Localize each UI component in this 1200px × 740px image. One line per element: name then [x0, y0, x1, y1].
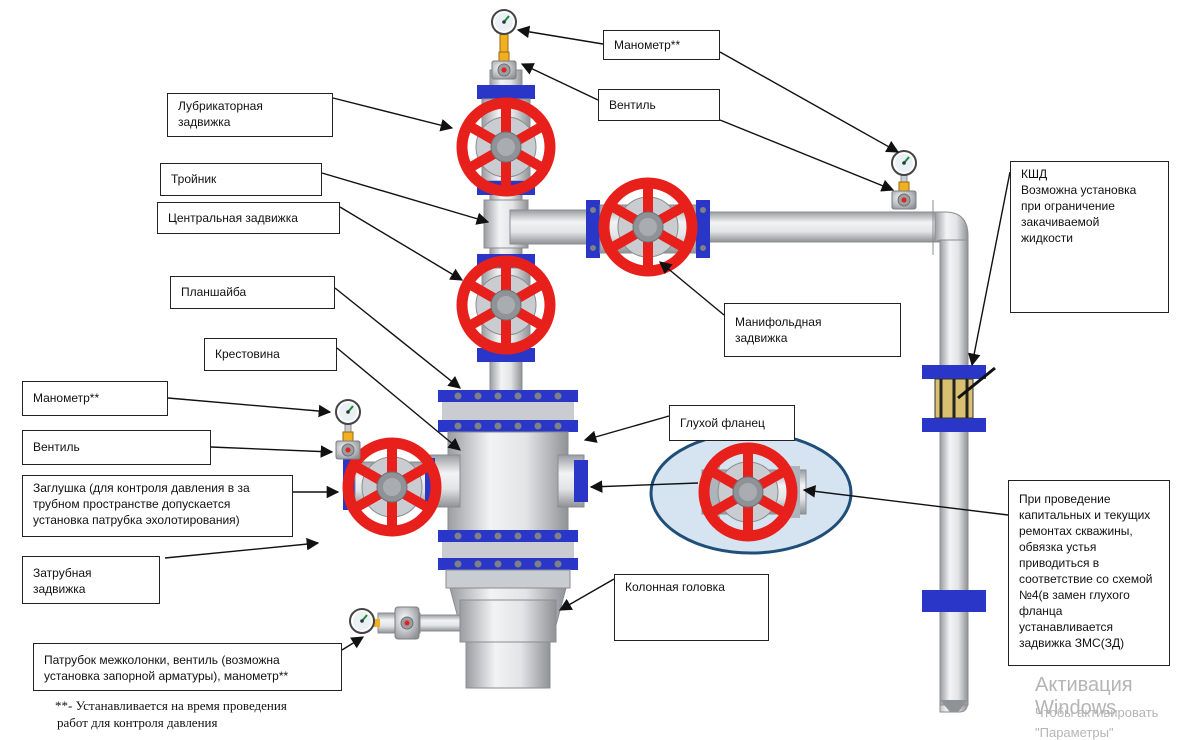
column-head-body	[419, 587, 567, 689]
label-annulus-valve: Затрубная задвижка	[22, 556, 160, 604]
label-valve-top: Вентиль	[598, 89, 720, 121]
activation-watermark-line: Чтобы активировать	[1035, 705, 1159, 720]
intercasing-nipple	[349, 606, 421, 640]
label-planshaiba: Планшайба	[170, 276, 335, 309]
label-kshd: КШД Возможна установка при ограничение з…	[1010, 161, 1169, 313]
label-manometer-top: Манометр**	[603, 30, 720, 60]
label-central-valve: Центральная задвижка	[157, 202, 340, 234]
tee-fitting	[483, 199, 591, 249]
lower-flange-manifold-line	[922, 590, 986, 612]
label-manifold-valve: Манифольдная задвижка	[724, 303, 901, 357]
lubricator-valve	[462, 85, 550, 195]
pressure-gauge-icon	[349, 608, 375, 634]
top-gauge-assembly	[491, 9, 517, 80]
activation-watermark-title: Активация Windows	[1035, 674, 1133, 719]
label-manometer-left: Манометр**	[22, 381, 168, 416]
label-plug: Заглушка (для контроля давления в за тру…	[22, 475, 293, 537]
label-lubricator-valve: Лубрикаторная задвижка	[167, 93, 333, 137]
pressure-gauge-icon	[491, 9, 517, 35]
crosspiece-body	[429, 390, 588, 589]
pressure-gauge-icon	[335, 399, 361, 425]
annulus-valve	[343, 443, 436, 531]
label-blind-flange: Глухой фланец	[669, 405, 795, 441]
label-tee: Тройник	[160, 163, 322, 196]
footnote: **- Устанавливается на время проведения …	[55, 698, 287, 730]
central-valve	[462, 254, 550, 362]
label-valve-left: Вентиль	[22, 430, 211, 465]
alternative-valve-ellipse	[649, 431, 853, 555]
left-gauge-assembly	[335, 399, 361, 460]
label-column-head: Колонная головка	[614, 574, 769, 641]
handwheel-icon	[462, 261, 550, 349]
kshd-sight-glass	[922, 365, 996, 432]
label-repair-note: При проведение капитальных и текущих рем…	[1008, 480, 1170, 666]
leader-arrows	[164, 25, 1011, 651]
label-crosspiece: Крестовина	[204, 338, 337, 371]
manifold-gauge-stem	[891, 150, 917, 210]
label-intercasing-nipple: Патрубок межколонки, вентиль (возможна у…	[33, 643, 342, 691]
pressure-gauge-icon	[891, 150, 917, 176]
handwheel-icon	[462, 103, 550, 191]
manifold-valve	[586, 183, 710, 271]
